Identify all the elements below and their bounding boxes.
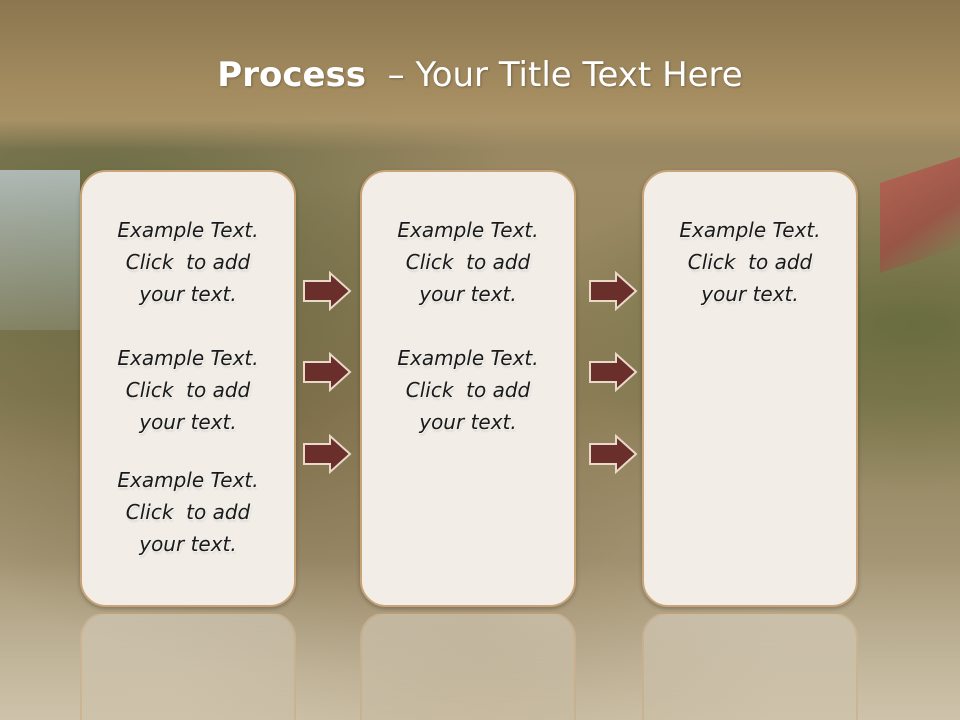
card-1-text-2[interactable]: Example Text. Click to add your text.: [82, 342, 294, 438]
text-line: Click to add: [687, 250, 813, 274]
process-card-3[interactable]: Example Text. Click to add your text.: [642, 170, 858, 607]
right-arrow-icon: [589, 434, 638, 474]
text-line: Click to add: [405, 378, 531, 402]
text-line: Example Text.: [117, 468, 259, 492]
right-arrow-icon: [303, 271, 352, 311]
process-card-2[interactable]: Example Text. Click to add your text. Ex…: [360, 170, 576, 607]
text-line: your text.: [419, 282, 517, 306]
card-1-reflection: [80, 612, 296, 720]
text-line: your text.: [701, 282, 799, 306]
text-line: Example Text.: [117, 218, 259, 242]
title-bold: Process: [217, 55, 367, 95]
text-line: Example Text.: [397, 218, 539, 242]
text-line: Example Text.: [397, 346, 539, 370]
text-line: Click to add: [125, 250, 251, 274]
slide-title[interactable]: Process – Your Title Text Here: [0, 50, 960, 100]
background-sky: [0, 170, 80, 330]
card-2-reflection: [360, 612, 576, 720]
background-roof: [880, 157, 960, 273]
right-arrow-icon: [303, 434, 352, 474]
right-arrow-icon: [589, 352, 638, 392]
card-2-text-2[interactable]: Example Text. Click to add your text.: [362, 342, 574, 438]
card-3-text-1[interactable]: Example Text. Click to add your text.: [644, 214, 856, 310]
text-line: your text.: [419, 410, 517, 434]
text-line: Example Text.: [679, 218, 821, 242]
card-1-text-3[interactable]: Example Text. Click to add your text.: [82, 464, 294, 560]
text-line: your text.: [139, 410, 237, 434]
card-3-reflection: [642, 612, 858, 720]
right-arrow-icon: [589, 271, 638, 311]
title-band: [0, 0, 960, 150]
title-rest: – Your Title Text Here: [366, 55, 743, 95]
text-line: Click to add: [125, 378, 251, 402]
process-card-1[interactable]: Example Text. Click to add your text. Ex…: [80, 170, 296, 607]
text-line: your text.: [139, 282, 237, 306]
card-2-text-1[interactable]: Example Text. Click to add your text.: [362, 214, 574, 310]
text-line: Example Text.: [117, 346, 259, 370]
text-line: Click to add: [405, 250, 531, 274]
card-1-text-1[interactable]: Example Text. Click to add your text.: [82, 214, 294, 310]
text-line: your text.: [139, 532, 237, 556]
right-arrow-icon: [303, 352, 352, 392]
text-line: Click to add: [125, 500, 251, 524]
